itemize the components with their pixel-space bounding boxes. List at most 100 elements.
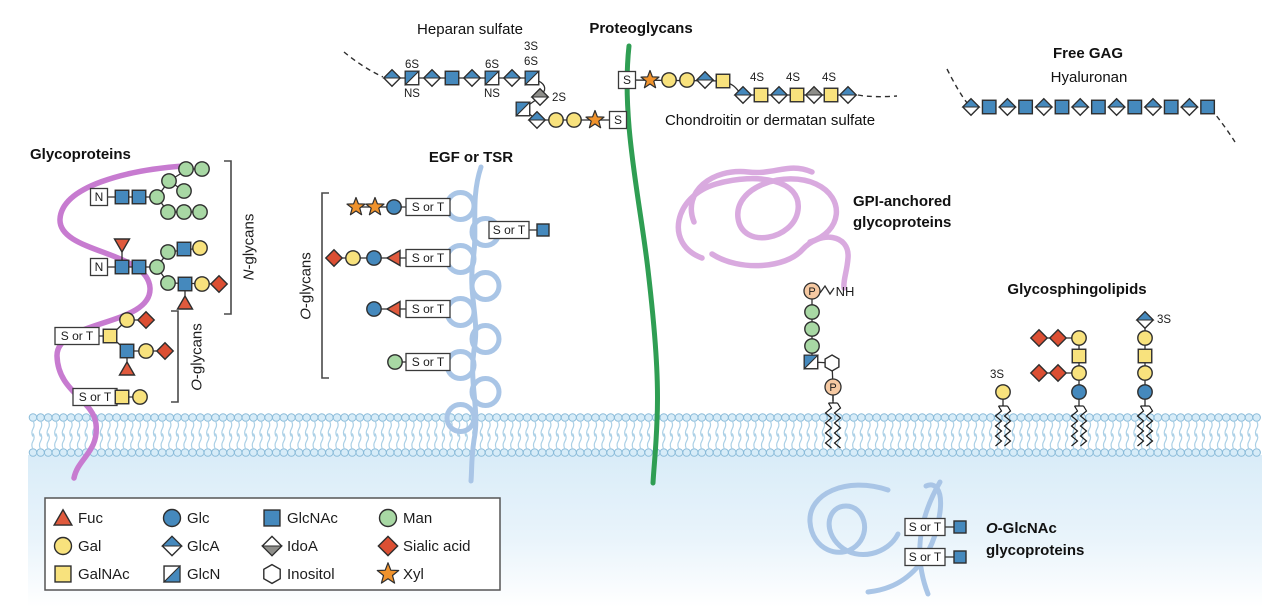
membrane-lipid-head — [1115, 413, 1125, 422]
glcn-symbol — [484, 70, 501, 87]
galnac-symbol — [823, 87, 839, 103]
membrane-lipid-head — [249, 413, 258, 422]
egf-strand-loop — [444, 190, 477, 222]
legend-label: Glc — [187, 510, 210, 527]
phosphate-letter: P — [829, 382, 836, 394]
attachment-site-box — [617, 70, 637, 90]
egf-strand-loop — [444, 243, 477, 275]
membrane-lipid-head — [758, 413, 767, 422]
glca-symbol — [462, 69, 482, 79]
membrane-lipid-head — [1115, 448, 1125, 457]
membrane-lipid-head — [241, 448, 251, 457]
membrane-lipid-head — [355, 448, 365, 457]
membrane-lipid-head — [910, 448, 919, 457]
membrane-lipid-head — [454, 413, 463, 422]
chain-small-label: 3S — [990, 369, 1004, 381]
group-bracket — [321, 192, 329, 379]
man-symbol — [804, 304, 820, 320]
glca-symbol — [695, 71, 715, 81]
membrane-lipid-head — [408, 448, 418, 457]
glcnac-symbol — [114, 189, 130, 205]
membrane-lipid-head — [636, 413, 646, 422]
membrane-lipid-head — [819, 448, 828, 457]
glc-symbol — [1071, 384, 1087, 400]
legend-label: Xyl — [403, 566, 424, 583]
hyaluronan-label: Hyaluronan — [1050, 69, 1128, 86]
group-bracket — [171, 310, 179, 403]
membrane-lipid-head — [271, 448, 281, 457]
membrane-lipid-head — [484, 448, 494, 457]
membrane-lipid-head — [36, 413, 45, 422]
gal-symbol — [1071, 330, 1087, 346]
xyl-symbol — [346, 196, 366, 216]
glc-symbol — [366, 301, 382, 317]
galnac-symbol — [753, 87, 769, 103]
membrane-lipid-head — [659, 448, 669, 457]
membrane-lipid-head — [993, 448, 1003, 457]
membrane-lipid-head — [1206, 413, 1216, 422]
glcnac-symbol — [176, 241, 192, 257]
membrane-lipid-head — [142, 448, 152, 457]
membrane-lipid-head — [735, 413, 745, 422]
legend-label: GlcNAc — [287, 510, 338, 527]
membrane-lipid-head — [1183, 413, 1193, 422]
membrane-lipid-head — [758, 448, 767, 457]
membrane-lipid-head — [1001, 448, 1011, 457]
glc-symbol — [366, 250, 382, 266]
xyl-symbol — [640, 69, 660, 89]
membrane-lipid-head — [507, 448, 517, 457]
galnac-symbol — [102, 328, 118, 344]
membrane-lipid-head — [165, 413, 175, 422]
membrane-lipid-head — [1153, 448, 1163, 457]
sia-symbol — [1029, 363, 1049, 383]
lipid-tail-zigzag — [994, 405, 1003, 447]
glca-symbol — [1179, 98, 1199, 108]
fuc-symbol — [113, 238, 131, 254]
membrane-lipid-head — [819, 413, 828, 422]
membrane-lipid-head — [583, 413, 593, 422]
membrane-lipid-head — [363, 413, 372, 422]
membrane-lipid-head — [598, 413, 608, 422]
galnac-symbol — [789, 87, 805, 103]
membrane-lipid-head — [773, 448, 783, 457]
membrane-lipid-head — [1161, 448, 1170, 457]
glcnac-symbol — [953, 550, 967, 564]
man-symbol — [149, 259, 165, 275]
membrane-lipid-head — [271, 413, 281, 422]
membrane-lipid-head — [765, 448, 775, 457]
membrane-lipid-head — [553, 413, 562, 422]
edge-curve — [819, 284, 835, 296]
gpi-protein-strand — [688, 165, 815, 225]
membrane-lipid-head — [264, 413, 273, 422]
fuc-symbol — [52, 508, 74, 526]
membrane-lipid-head — [1031, 413, 1041, 422]
membrane-lipid-head — [895, 448, 904, 457]
membrane-lipid-head — [1161, 413, 1170, 422]
membrane-lipid-head — [317, 448, 327, 457]
membrane-lipid-head — [1237, 413, 1246, 422]
attachment-site-text: S or T — [412, 200, 445, 214]
glcnac-symbol — [119, 343, 135, 359]
glca-symbol — [1143, 98, 1163, 108]
membrane-lipid-head — [720, 413, 729, 422]
membrane-lipid-head — [1244, 448, 1254, 457]
legend-label: Inositol — [287, 566, 335, 583]
attachment-site-box — [904, 517, 946, 537]
legend-label: Man — [403, 510, 432, 527]
membrane-lipid-head — [1130, 413, 1140, 422]
inositol-symbol — [824, 354, 840, 372]
gal-symbol — [1137, 365, 1153, 381]
glycoproteins-label: Glycoproteins — [30, 146, 131, 163]
lipid-tail-zigzag — [1136, 405, 1145, 447]
membrane-lipid-head — [363, 448, 372, 457]
membrane-lipid-head — [492, 448, 501, 457]
attachment-site-text: S or T — [412, 355, 445, 369]
membrane-lipid-head — [1183, 448, 1193, 457]
membrane-lipid-head — [1199, 413, 1208, 422]
membrane-lipid-head — [1024, 448, 1033, 457]
membrane-lipid-head — [173, 413, 182, 422]
membrane-lipid-head — [66, 448, 76, 457]
gal-symbol — [194, 276, 210, 292]
glcn-symbol — [515, 101, 532, 118]
membrane-lipid-head — [606, 413, 615, 422]
